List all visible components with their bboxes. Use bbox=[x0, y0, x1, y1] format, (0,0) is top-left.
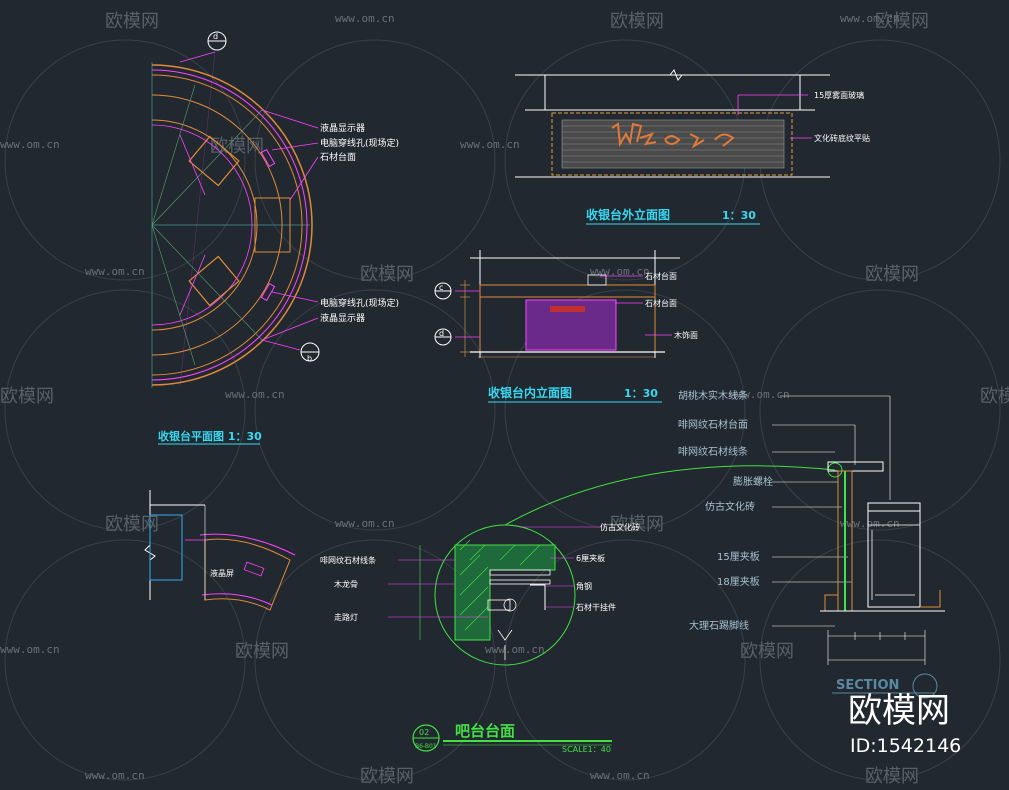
inner-elev-marker-d-text: d bbox=[439, 329, 444, 338]
detail-label: 啡网纹石材线条 bbox=[320, 555, 376, 565]
outer-elev-label: 15厚雾面玻璃 bbox=[814, 90, 864, 100]
watermark-url: www.om.cn bbox=[590, 769, 650, 782]
plan-marker-d: d bbox=[207, 31, 227, 51]
plan-label: 石材台面 bbox=[320, 151, 356, 163]
plan-label: 液晶显示器 bbox=[320, 122, 365, 134]
watermark-brand: 欧模网 bbox=[610, 514, 664, 535]
detail-label: 仿古文化砖 bbox=[600, 522, 640, 532]
section-drawing bbox=[772, 395, 945, 699]
watermark-brand: 欧模网 bbox=[865, 264, 919, 285]
watermark-url: www.om.cn bbox=[0, 138, 60, 151]
plan-marker-b: b bbox=[300, 342, 320, 363]
inner-elev-marker-c: c bbox=[434, 282, 452, 300]
watermark-brand: 欧模网 bbox=[360, 264, 414, 285]
section-label: 胡桃木实木线条 bbox=[678, 389, 748, 402]
watermark-url: www.om.cn bbox=[730, 388, 790, 401]
watermark-url: www.om.cn bbox=[85, 265, 145, 278]
bar-title-block: 02 B6-B01 吧台台面 SCALE1：40 bbox=[412, 722, 612, 754]
bar-scale: SCALE1：40 bbox=[562, 745, 611, 754]
section-label: 18厘夹板 bbox=[717, 575, 760, 588]
watermark-url: www.om.cn bbox=[335, 517, 395, 530]
watermark-brand: 欧模网 bbox=[740, 641, 794, 662]
watermark-brand: 欧模网 bbox=[0, 386, 54, 407]
detail-label: 走路灯 bbox=[334, 612, 358, 622]
plan-marker-b-text: b bbox=[307, 354, 312, 363]
watermark-url: www.om.cn bbox=[335, 12, 395, 25]
detail-drawing bbox=[388, 465, 836, 666]
watermark-brand: 欧模网 bbox=[610, 11, 664, 32]
watermark-brand: 欧模网 bbox=[865, 766, 919, 787]
section-label: 15厘夹板 bbox=[717, 550, 760, 563]
inner-elev-label: 石材台面 bbox=[645, 298, 677, 308]
detail-label: 石材干挂件 bbox=[576, 602, 616, 612]
inner-elev-label: 木饰面 bbox=[674, 330, 698, 340]
watermark-url: www.om.cn bbox=[485, 643, 545, 656]
watermark-url: www.om.cn bbox=[840, 12, 900, 25]
plan-marker-d-text: d bbox=[213, 32, 218, 41]
bar-title: 吧台台面 bbox=[455, 722, 515, 740]
inner-elevation-drawing bbox=[455, 250, 680, 358]
plan-drawing bbox=[151, 51, 319, 388]
watermark-url: www.om.cn bbox=[225, 388, 285, 401]
watermark-big-brand: 欧模网 bbox=[848, 691, 950, 731]
plan-label: 液晶显示器 bbox=[320, 312, 365, 324]
inner-elev-scale: 1：30 bbox=[624, 387, 658, 400]
watermark-brand: 欧模网 bbox=[360, 766, 414, 787]
inner-elev-marker-d: d bbox=[434, 328, 452, 346]
small-plan-drawing bbox=[144, 490, 296, 611]
outer-elev-title: 收银台外立面图 bbox=[586, 207, 670, 222]
bar-title-num: 02 bbox=[419, 728, 429, 737]
watermark-id: ID:1542146 bbox=[850, 735, 961, 757]
inner-elev-marker-c-text: c bbox=[439, 283, 443, 292]
outer-elev-scale: 1：30 bbox=[722, 209, 756, 222]
watermark-brand: 欧模网 bbox=[105, 514, 159, 535]
plan-label: 电脑穿线孔(现场定) bbox=[320, 297, 399, 309]
inner-elev-label: 石材台面 bbox=[645, 271, 677, 281]
section-label: 仿古文化砖 bbox=[705, 500, 755, 513]
small-plan-label: 液晶屏 bbox=[210, 568, 234, 578]
watermark-url: www.om.cn bbox=[85, 769, 145, 782]
outer-elev-label: 文化砖底纹平贴 bbox=[814, 133, 870, 143]
detail-label: 6厘夹板 bbox=[576, 553, 605, 563]
watermark-brand: 欧模网 bbox=[235, 641, 289, 662]
watermark-url: www.om.cn bbox=[840, 517, 900, 530]
section-label: 啡网纹石材台面 bbox=[678, 418, 748, 431]
plan-title: 收银台平面图 1：30 bbox=[158, 429, 262, 443]
watermark-url: www.om.cn bbox=[460, 138, 520, 151]
bar-title-sub: B6-B01 bbox=[415, 743, 437, 750]
detail-label: 角钢 bbox=[576, 581, 592, 591]
section-heading: SECTION bbox=[836, 678, 899, 693]
section-label: 膨胀螺栓 bbox=[733, 475, 773, 488]
watermark-brand: 欧模网 bbox=[105, 11, 159, 32]
watermark-brand: 欧模网 bbox=[210, 136, 264, 157]
inner-elev-title: 收银台内立面图 bbox=[488, 385, 572, 400]
watermark-brand: 欧模网 bbox=[980, 386, 1009, 407]
section-label: 大理石踢脚线 bbox=[689, 619, 749, 632]
watermark-brand: 欧模网 bbox=[875, 11, 929, 32]
watermark-url: www.om.cn bbox=[0, 643, 60, 656]
plan-label: 电脑穿线孔(现场定) bbox=[320, 137, 399, 149]
outer-elevation-drawing bbox=[515, 69, 830, 178]
section-label: 啡网纹石材线条 bbox=[678, 445, 748, 458]
detail-label: 木龙骨 bbox=[334, 579, 358, 589]
